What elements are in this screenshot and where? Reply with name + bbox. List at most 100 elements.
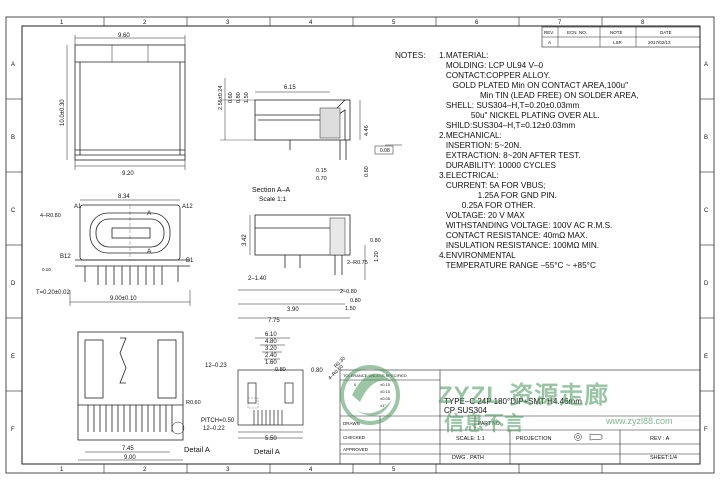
col-label-4: 4 (309, 20, 313, 26)
top-view-bottom-dim: 9.20 (122, 171, 134, 177)
section-dim-150: 1.50 (244, 92, 250, 103)
bottom-view (77, 331, 185, 461)
tb-title-line2: CP SUS304 (444, 406, 488, 415)
front-label-b12: B12 (60, 254, 71, 260)
notes-header: NOTES: (395, 51, 426, 60)
fp-dim-240: 2.40 (265, 353, 277, 359)
revision-table: REV. ECN. NO. NOTE DATE A LSR 2017/02/13 (541, 26, 701, 48)
row-label-e: E (11, 354, 15, 360)
rev-value-date: 2017/02/13 (648, 40, 671, 45)
fp-dim-080: 0.80 (275, 367, 286, 373)
col-label-5: 5 (392, 20, 396, 26)
row-label-c: C (11, 208, 16, 214)
watermark-logo (340, 365, 400, 425)
tol-row-2: ±0.10 (380, 389, 391, 394)
tb-dwg-path: DWG . PATH (452, 455, 484, 461)
tb-checked: CHECKED (343, 435, 366, 440)
bottom-dim-r060: R0.60 (186, 400, 201, 406)
col-label-5b: 5 (392, 467, 396, 473)
side-view (238, 214, 366, 319)
notes-line: INSULATION RESISTANCE: 100MΩ MIN. (439, 241, 600, 250)
notes-line: 1.25A FOR GND PIN. (439, 191, 557, 200)
fp-dim-080b: 0.80 (311, 368, 323, 374)
notes-line: WITHSTANDING VOLTAGE: 100V AC R.M.S. (439, 221, 613, 230)
tb-drawn: DRAWN (343, 421, 360, 426)
fp-dim-480: 4.80 (265, 339, 277, 345)
notes-line: 4.ENVIRONMENTAL (439, 251, 516, 260)
fp-dim-160: 1.60 (265, 360, 277, 366)
bottom-dim-900: 9.00 (124, 455, 136, 461)
tb-approved: APPROVED (343, 447, 369, 452)
tol-row-4: ±1° (380, 403, 386, 408)
front-flatness: 0.10 (42, 267, 51, 272)
tb-scale: SCALE: 1:1 (456, 436, 485, 442)
section-scale: Scale 1:1 (259, 196, 286, 203)
fp-dim-320: 3.20 (265, 346, 277, 352)
front-section-a-top: A (147, 210, 152, 217)
row-label-a-r: A (704, 62, 708, 68)
rev-header-date: DATE (660, 30, 672, 35)
notes-line: 0.25A FOR OTHER. (439, 201, 536, 210)
col-label-1b: 1 (60, 467, 64, 473)
fp-dim-12-022: 12–0.22 (203, 426, 225, 432)
notes-line: Min TIN (LEAD FREE) ON SOLDER AREA, (439, 91, 639, 100)
section-dim-256: 2.56±0.24 (218, 86, 224, 110)
side-dim-150: 1.50 (345, 306, 356, 312)
notes-line: 2.MECHANICAL: (439, 131, 502, 140)
col-label-6: 6 (475, 20, 479, 26)
section-dim-060b: 0.60 (364, 166, 370, 177)
rev-header-rev: REV. (544, 30, 554, 35)
tb-title: TYPE–C 24P 180°DIP+SMT H4.46mm (444, 397, 582, 406)
side-dim-r075: 2–R0.75 (347, 260, 368, 266)
front-view (69, 199, 191, 306)
bottom-dim-745: 7.45 (122, 446, 134, 452)
front-width: 9.00±0.10 (110, 296, 137, 302)
side-dim-390: 3.90 (287, 307, 299, 313)
col-label-3b: 3 (226, 467, 230, 473)
fp-dim-550: 5.50 (265, 436, 277, 442)
notes-line: CONTACT:COPPER ALLOY. (439, 71, 551, 80)
front-radius: 4–R0.80 (40, 213, 61, 219)
top-view (66, 35, 186, 170)
row-label-e-r: E (704, 354, 708, 360)
row-label-b: B (11, 135, 15, 141)
row-label-f-r: F (704, 427, 708, 433)
watermark-url: www.zyzl88.com (606, 416, 673, 426)
top-view-width-dim: 9.60 (118, 33, 130, 39)
notes-line: DURABILITY: 10000 CYCLES (439, 161, 556, 170)
tb-sheet: SHEET:1/4 (650, 455, 677, 461)
fp-dim-610: 6.10 (265, 332, 277, 338)
row-label-d-r: D (704, 281, 709, 287)
section-title: Section A–A (252, 187, 290, 194)
notes-line: CONTACT RESISTANCE: 40mΩ MAX. (439, 231, 588, 240)
fp-detail-label: Detail A (254, 447, 280, 456)
rev-header-ecn: ECN. NO. (567, 30, 587, 35)
row-label-d: D (11, 281, 16, 287)
watermark-brand: ZYZL 资源走廊 (438, 382, 610, 409)
notes-line: 1.MATERIAL: (439, 51, 489, 60)
row-label-b-r: B (704, 135, 708, 141)
front-label-a1: A1 (74, 204, 82, 210)
section-dim-015: 0.15 (316, 168, 327, 174)
section-flatness: 0.08 (380, 148, 390, 154)
col-label-2: 2 (143, 20, 147, 26)
side-dim-342: 3.42 (242, 234, 248, 246)
side-dim-2-140: 2–1.40 (248, 276, 267, 282)
footprint-view (237, 337, 304, 439)
notes-line: CURRENT: 5A FOR VBUS; (439, 181, 546, 190)
top-view-height-dim: 10.0±0.30 (60, 99, 66, 126)
col-label-4b: 4 (309, 467, 313, 473)
tb-projection: PROJECTION (516, 436, 551, 442)
tol-row-3: ±0.05 (380, 396, 391, 401)
col-label-2b: 2 (143, 467, 147, 473)
row-label-a: A (11, 62, 15, 68)
front-dim-834: 8.34 (118, 194, 130, 200)
section-dim-615: 6.15 (284, 85, 296, 91)
notes-line: EXTRACTION: 8~20N AFTER TEST. (439, 151, 581, 160)
side-dim-120: 1.20 (374, 251, 380, 262)
front-section-a-bottom: A (147, 248, 152, 255)
col-label-8: 8 (641, 20, 645, 26)
col-label-7: 7 (558, 20, 562, 26)
bottom-detail-label: Detail A (184, 445, 210, 454)
